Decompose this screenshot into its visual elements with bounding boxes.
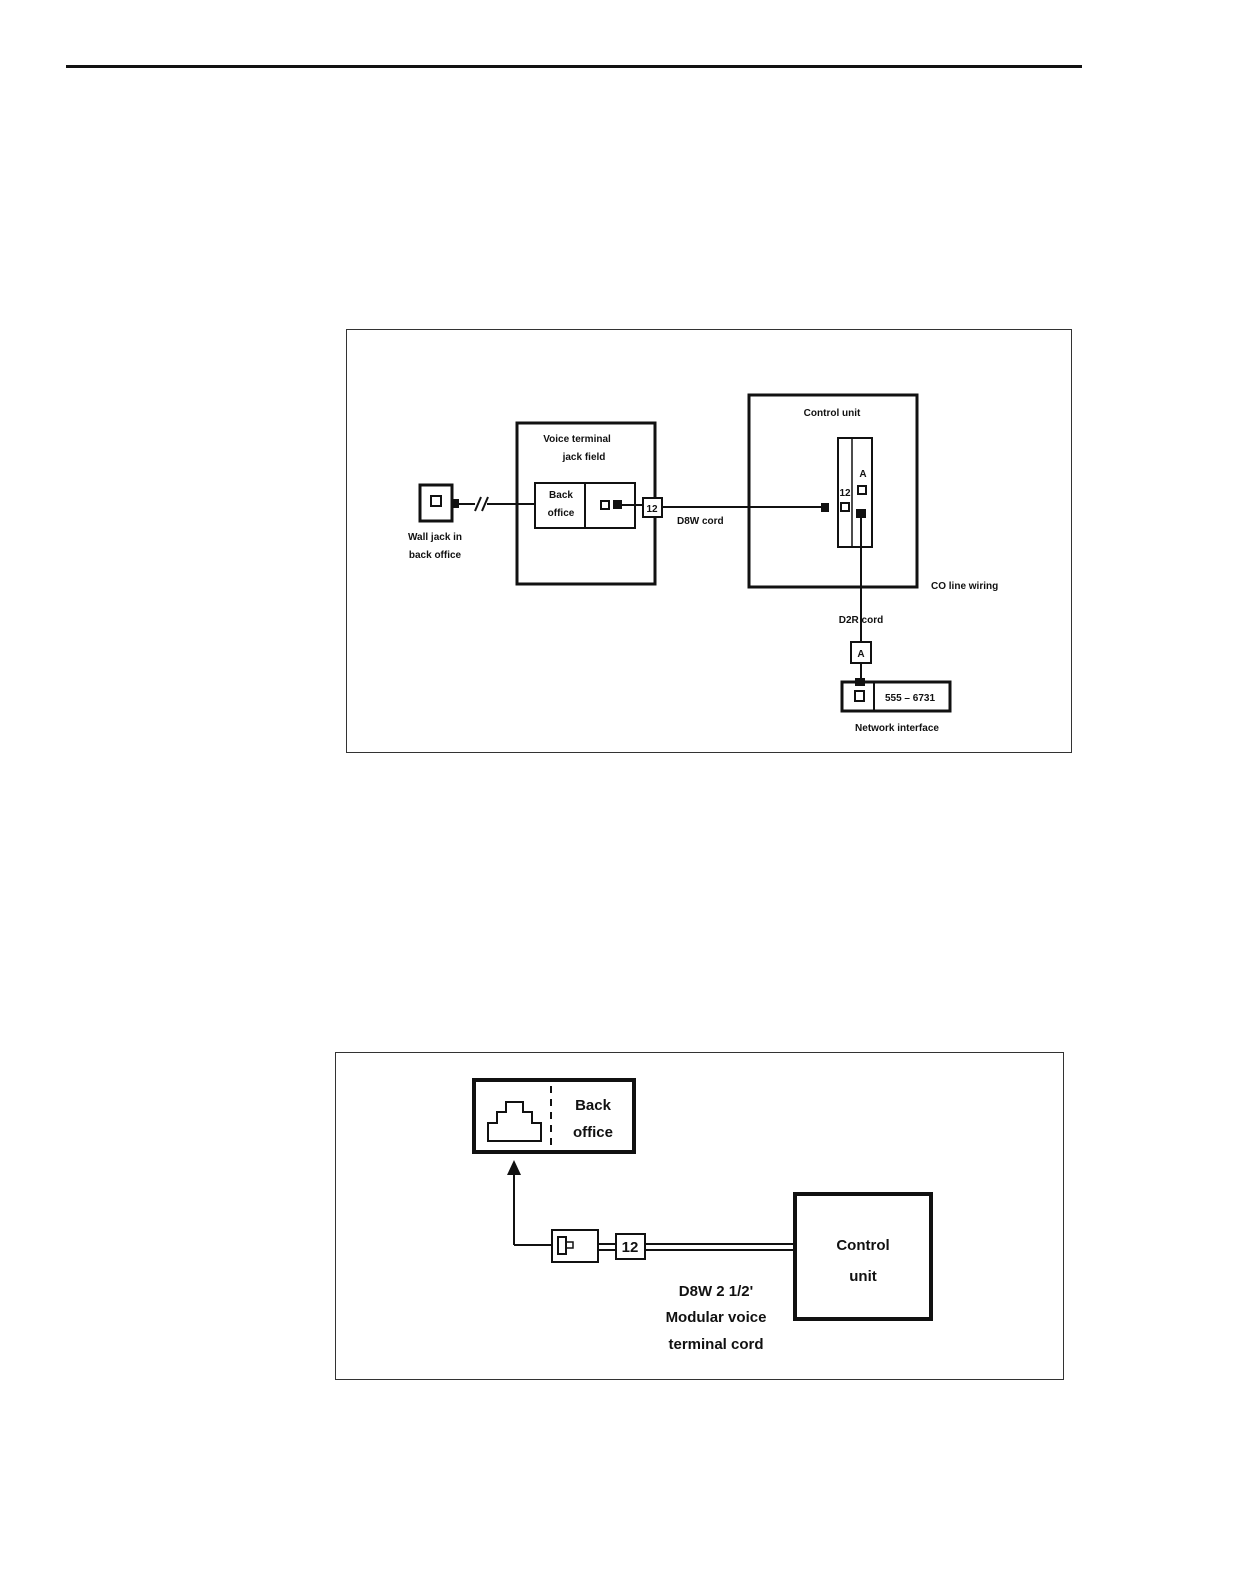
wall-jack-socket bbox=[431, 496, 441, 506]
modular-jack-icon bbox=[488, 1102, 541, 1141]
port-12-label: 12 bbox=[622, 1239, 639, 1256]
header-rule bbox=[66, 65, 1082, 68]
d2r-cord-label: D2R cord bbox=[839, 615, 883, 626]
port-12-label: 12 bbox=[646, 504, 658, 515]
arrow-up-icon bbox=[507, 1160, 521, 1175]
wall-jack-label-line1: Wall jack in bbox=[408, 532, 462, 543]
control-unit-label: Control unit bbox=[804, 408, 861, 419]
back-office-label-line1: Back bbox=[549, 490, 573, 501]
jack-plug bbox=[613, 500, 622, 509]
control-unit-label-line1: Control bbox=[836, 1237, 889, 1254]
co-line-wiring-label: CO line wiring bbox=[931, 581, 998, 592]
control-port-12 bbox=[841, 503, 849, 511]
jack-field-label-line1: Voice terminal bbox=[543, 434, 611, 445]
control-port-a-label: A bbox=[859, 469, 866, 480]
cord-label-line3: terminal cord bbox=[668, 1336, 763, 1353]
phone-number: 555 – 6731 bbox=[885, 693, 935, 704]
modular-plug-icon bbox=[558, 1237, 566, 1254]
back-office-label-line1: Back bbox=[575, 1097, 612, 1114]
network-interface-label: Network interface bbox=[855, 723, 939, 734]
co-line-plug bbox=[856, 509, 866, 518]
jack-socket bbox=[601, 501, 609, 509]
control-port-a bbox=[858, 486, 866, 494]
figure-co-line-wiring: Wall jack in back office Voice terminal … bbox=[346, 329, 1072, 753]
d8w-cord-label: D8W cord bbox=[677, 516, 724, 527]
wiring-diagram-2: Back office 12 D8W 2 1/2' Modular voice … bbox=[336, 1053, 1063, 1379]
wall-jack-label-line2: back office bbox=[409, 550, 462, 561]
network-interface-socket bbox=[855, 691, 864, 701]
wall-jack bbox=[420, 485, 452, 521]
wiring-diagram-1: Wall jack in back office Voice terminal … bbox=[347, 330, 1071, 752]
network-interface-plug bbox=[855, 678, 865, 686]
wall-jack-plug bbox=[451, 499, 459, 508]
control-cable-plug bbox=[821, 503, 829, 512]
control-unit-box bbox=[795, 1194, 931, 1319]
cable-break-mark bbox=[475, 497, 481, 511]
back-office-label-line2: office bbox=[573, 1124, 613, 1141]
line-a-label: A bbox=[857, 649, 864, 660]
control-unit-label-line2: unit bbox=[849, 1268, 877, 1285]
cord-label-line2: Modular voice bbox=[666, 1309, 767, 1326]
control-unit-box bbox=[749, 395, 917, 587]
back-office-label-line2: office bbox=[548, 508, 575, 519]
jack-field-label-line2: jack field bbox=[562, 452, 606, 463]
control-port-12-label: 12 bbox=[839, 488, 851, 499]
figure-voice-terminal-cord: Back office 12 D8W 2 1/2' Modular voice … bbox=[335, 1052, 1064, 1380]
cord-label-line1: D8W 2 1/2' bbox=[679, 1283, 753, 1300]
modular-plug-tab bbox=[566, 1242, 573, 1248]
